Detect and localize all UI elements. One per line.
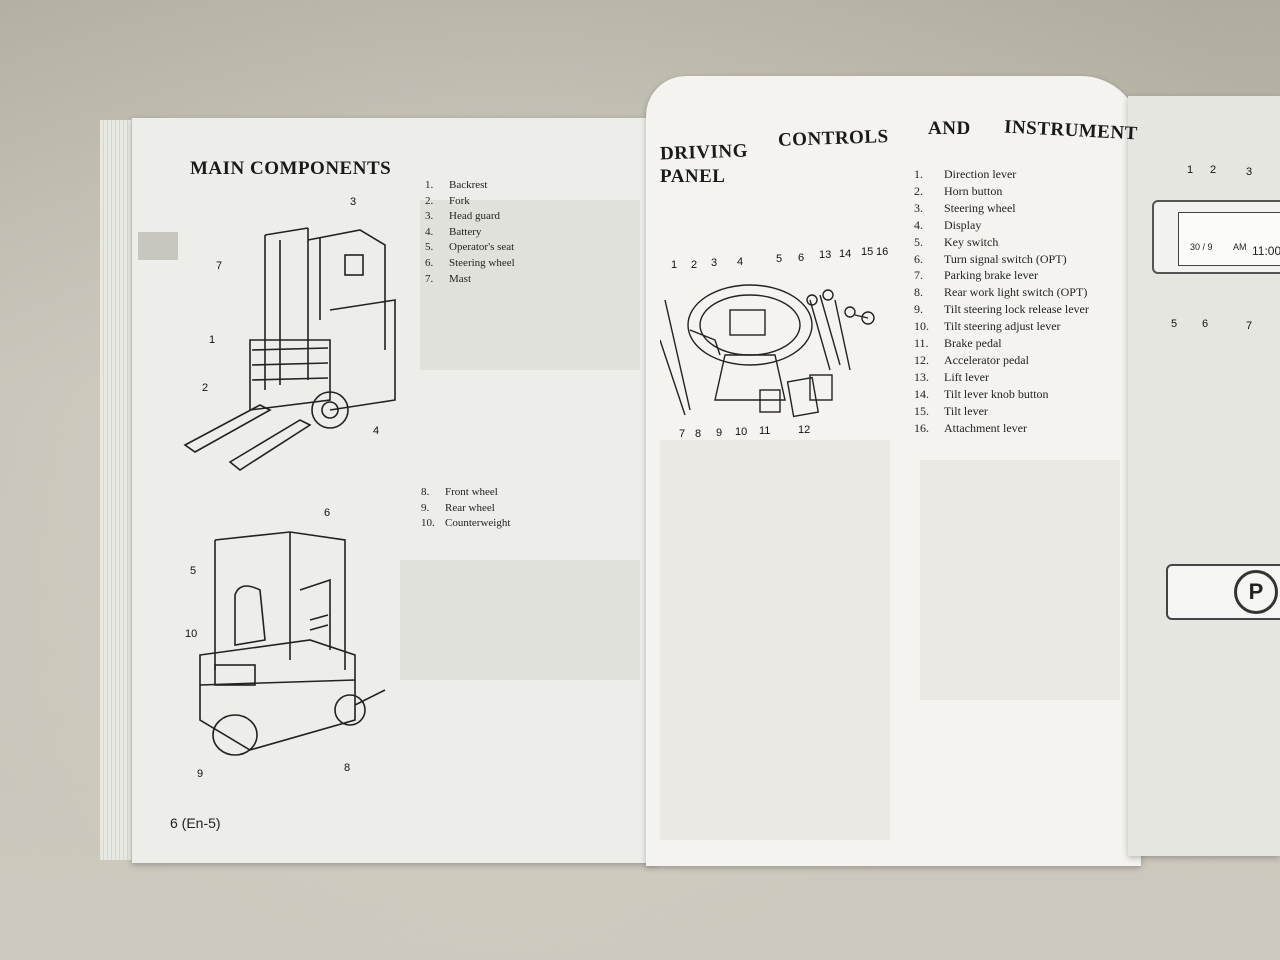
section-title-line2: PANEL [660, 166, 726, 187]
diagram-callout: 14 [839, 248, 852, 260]
list-item: 9.Rear wheel [421, 501, 495, 514]
list-item: 8.Front wheel [421, 486, 498, 498]
diagram-callout: 13 [819, 249, 832, 261]
diagram-callout: 9 [716, 427, 723, 439]
controls-list: 1.Direction lever 2.Horn button 3.Steeri… [914, 166, 1089, 437]
display-callout: 2 [1210, 164, 1217, 176]
list-item: 2.Fork [425, 194, 470, 207]
list-item: 10.Counterweight [421, 517, 511, 530]
instrument-display-screen [1178, 212, 1280, 266]
list-item: 5.Operator's seat [425, 241, 515, 254]
diagram-callout: 11 [759, 425, 771, 437]
forklift-front-drawing [183, 227, 396, 471]
display-callout: 7 [1246, 320, 1253, 332]
list-item: 12.Accelerator pedal [914, 352, 1029, 367]
bleed-through [420, 200, 640, 370]
bleed-through [660, 440, 890, 840]
callout-3: 3 [350, 196, 357, 208]
list-item: 8.Rear work light switch (OPT) [914, 285, 1088, 300]
diagram-callout: 8 [695, 428, 702, 440]
bleed-through [138, 232, 178, 260]
callout-2: 2 [202, 382, 209, 394]
callout-8: 8 [344, 762, 351, 774]
display-time: 11:00 [1252, 244, 1280, 258]
diagram-callout: 15 [861, 246, 874, 258]
diagram-callout: 4 [737, 256, 744, 268]
callout-5: 5 [190, 565, 197, 577]
page-edges [100, 120, 134, 860]
list-item: 1.Backrest [425, 179, 488, 191]
section-title-word: CONTROLS [777, 126, 889, 151]
callout-4: 4 [373, 425, 380, 437]
diagram-callout: 16 [876, 246, 889, 258]
list-item: 14.Tilt lever knob button [914, 386, 1049, 401]
list-item: 15.Tilt lever [914, 403, 988, 418]
section-title-word: AND [928, 118, 971, 139]
list-item: 7.Mast [425, 272, 471, 285]
right-page [646, 76, 1141, 866]
list-item: 2.Horn button [914, 183, 1003, 198]
diagram-callout: 10 [735, 426, 748, 438]
callout-10: 10 [185, 628, 198, 640]
list-item: 6.Turn signal switch (OPT) [914, 251, 1067, 266]
diagram-callout: 12 [798, 424, 811, 436]
list-item: 4.Display [914, 217, 982, 232]
callout-6: 6 [324, 507, 331, 519]
display-callout: 1 [1187, 164, 1194, 176]
diagram-callout: 5 [776, 253, 783, 265]
list-item: 3.Head guard [425, 210, 501, 223]
display-callout: 6 [1202, 318, 1209, 330]
display-callout: 3 [1246, 166, 1253, 178]
list-item: 7.Parking brake lever [914, 268, 1038, 283]
section-title-word: DRIVING [659, 140, 749, 165]
callout-9: 9 [197, 768, 204, 780]
diagram-callout: 7 [679, 428, 686, 440]
diagram-callout: 6 [798, 252, 805, 264]
display-am: AM [1233, 242, 1247, 252]
list-item: 16.Attachment lever [914, 420, 1027, 435]
page-number: 6 (En-5) [170, 815, 221, 831]
section-title: MAIN COMPONENTS [190, 158, 392, 179]
components-list-b: 8.Front wheel 9.Rear wheel 10.Counterwei… [421, 485, 510, 532]
bleed-through [400, 560, 640, 680]
callout-7: 7 [216, 260, 223, 272]
list-item: 3.Steering wheel [914, 200, 1016, 215]
list-item: 9.Tilt steering lock release lever [914, 302, 1089, 317]
bleed-through [920, 460, 1120, 700]
callout-1: 1 [209, 334, 216, 346]
driving-controls-diagram [660, 284, 875, 418]
list-item: 1.Direction lever [914, 167, 1017, 181]
components-list-a: 1.Backrest 2.Fork 3.Head guard 4.Battery… [425, 178, 515, 287]
parking-brake-icon: P [1234, 570, 1278, 614]
forklift-rear-drawing [199, 531, 386, 756]
display-callout: 5 [1171, 318, 1178, 330]
list-item: 6.Steering wheel [425, 256, 515, 269]
diagram-callout: 1 [671, 259, 678, 271]
diagram-callout: 2 [691, 259, 698, 271]
list-item: 13.Lift lever [914, 369, 989, 384]
list-item: 11.Brake pedal [914, 336, 1002, 351]
list-item: 4.Battery [425, 225, 482, 238]
diagram-callout: 3 [711, 257, 718, 269]
list-item: 10.Tilt steering adjust lever [914, 319, 1061, 334]
display-date: 30 / 9 [1190, 242, 1213, 252]
list-item: 5.Key switch [914, 234, 999, 249]
